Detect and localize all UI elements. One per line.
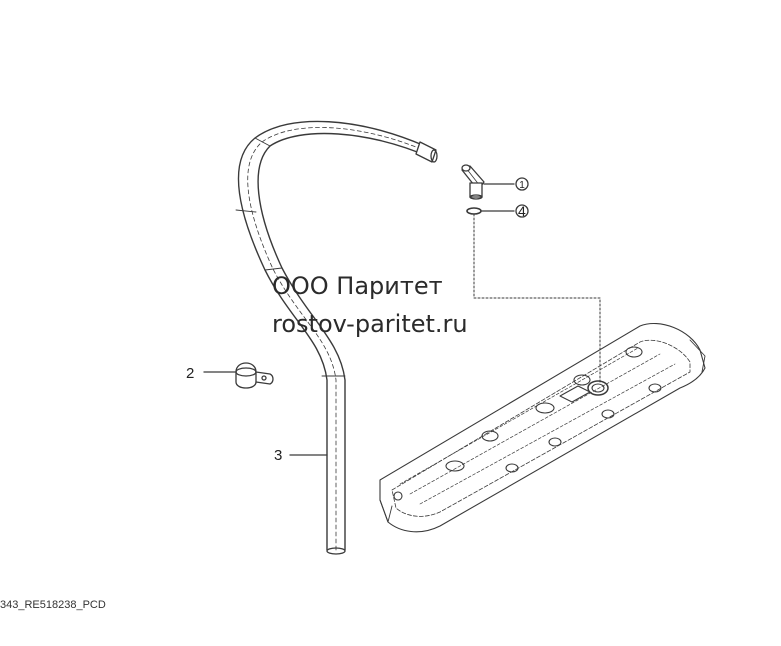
elbow-fitting xyxy=(461,164,485,200)
callout-2: 2 xyxy=(186,365,194,382)
hose-end-fitting xyxy=(415,141,438,163)
drawing-code: 343_RE518238_PCD xyxy=(0,599,106,611)
callout-circle-1 xyxy=(515,177,529,191)
watermark-company: ООО Паритет xyxy=(272,272,443,300)
o-ring xyxy=(466,207,482,215)
breather-hose xyxy=(235,120,433,555)
callout-circle-4 xyxy=(515,204,529,218)
callout-3: 3 xyxy=(274,447,282,464)
callout-1: 1 xyxy=(519,180,525,191)
callout-4: 4 xyxy=(518,203,526,219)
valve-cover xyxy=(379,322,706,533)
assembly-line xyxy=(473,213,601,383)
hose-clamp xyxy=(235,362,274,389)
watermark-url: rostov-paritet.ru xyxy=(272,310,468,338)
